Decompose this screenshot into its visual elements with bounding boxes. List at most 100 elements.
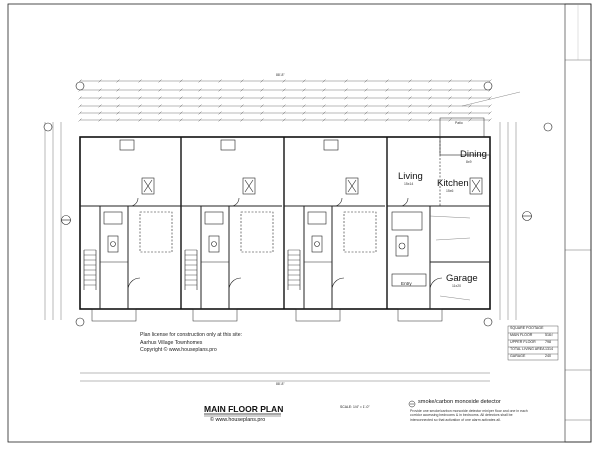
- dimension-tick: [98, 79, 102, 83]
- vanity: [204, 211, 224, 225]
- fireplace: [119, 139, 135, 151]
- dimension-tick: [428, 104, 432, 108]
- fireplace: [323, 139, 339, 151]
- dimension-tick: [260, 118, 264, 122]
- left-dimensions: [44, 122, 62, 320]
- dimension-tick: [344, 88, 348, 92]
- dimension-tick: [179, 118, 183, 122]
- smoke-detector-symbol: [408, 400, 416, 408]
- dimension-tick: [138, 88, 142, 92]
- dimension-tick: [179, 88, 183, 92]
- dimension-tick: [98, 104, 102, 108]
- square-footage-table: [507, 325, 559, 361]
- range: [242, 177, 256, 195]
- toilet-bowl: [110, 241, 116, 247]
- toilet: [107, 235, 119, 253]
- dimension-tick: [302, 79, 306, 83]
- dimension-tick: [116, 118, 120, 122]
- dimension-tick: [344, 111, 348, 115]
- note-leaders: [429, 91, 521, 301]
- dimension-tick: [138, 79, 142, 83]
- range-mark: [347, 179, 357, 193]
- dimension-tick: [260, 88, 264, 92]
- dimension-tick: [138, 111, 142, 115]
- sqft-row-value: 798: [545, 340, 551, 344]
- dimension-tick: [302, 111, 306, 115]
- entry-label: Entry: [401, 281, 412, 286]
- dimension-tick: [282, 96, 286, 100]
- sqft-row-label: UPPER FLOOR: [510, 340, 536, 344]
- dimension-tick: [488, 118, 492, 122]
- unit-interiors: [80, 139, 385, 309]
- door-swing: [127, 277, 141, 291]
- range: [345, 177, 359, 195]
- garage-outline: [139, 211, 173, 253]
- dimension-tick: [198, 79, 202, 83]
- dimension-tick: [448, 88, 452, 92]
- plan-subtitle: © www.houseplans.pro: [210, 417, 266, 423]
- dimension-tick: [322, 88, 326, 92]
- dimension-tick: [218, 88, 222, 92]
- sqft-row-value: 1314: [545, 347, 553, 351]
- dimension-tick: [408, 111, 412, 115]
- dimension-tick: [78, 118, 82, 122]
- kitchen-label: Kitchen: [437, 178, 469, 189]
- party-walls: [180, 137, 388, 309]
- front-porch: [91, 308, 443, 322]
- door-swing: [230, 197, 240, 207]
- dimension-tick: [218, 111, 222, 115]
- dimension-tick: [344, 104, 348, 108]
- dimension-tick: [408, 79, 412, 83]
- dimension-tick: [385, 88, 389, 92]
- dimension-tick: [468, 88, 472, 92]
- dimension-tick: [98, 88, 102, 92]
- bottom-dimensions: [80, 372, 490, 382]
- smoke-heading: smoke/carbon monoxide detector: [418, 399, 501, 405]
- dimension-tick: [468, 118, 472, 122]
- dimension-tick: [344, 79, 348, 83]
- dimension-tick: [448, 96, 452, 100]
- door-swing: [331, 277, 345, 291]
- garage-size: 11x20: [452, 284, 461, 288]
- dimension-tick: [428, 88, 432, 92]
- smoke-text: Provide one smoke/carbon monoxide detect…: [410, 409, 528, 422]
- dimension-tick: [282, 104, 286, 108]
- dimension-tick: [408, 88, 412, 92]
- dimension-tick: [260, 96, 264, 100]
- toilet: [208, 235, 220, 253]
- door-swing: [228, 277, 242, 291]
- dimension-tick: [282, 79, 286, 83]
- fireplace: [220, 139, 236, 151]
- garage-outline: [240, 211, 274, 253]
- dimension-tick: [408, 118, 412, 122]
- dimension-tick: [364, 111, 368, 115]
- dimension-tick: [158, 88, 162, 92]
- license-line-3: Copyright © www.houseplans.pro: [140, 347, 217, 354]
- dimension-tick: [468, 96, 472, 100]
- dimension-tick: [78, 96, 82, 100]
- patio-label: Patio: [455, 121, 463, 125]
- dimension-tick: [198, 118, 202, 122]
- dimension-tick: [428, 79, 432, 83]
- overall-width-dim-bottom: 88'-8": [276, 382, 285, 386]
- toilet: [311, 235, 323, 253]
- end-unit-detail: [387, 136, 491, 309]
- dimension-tick: [322, 104, 326, 108]
- dimension-tick: [158, 111, 162, 115]
- dimension-tick: [240, 118, 244, 122]
- dimension-tick: [364, 88, 368, 92]
- sqft-row-value: 240: [545, 354, 551, 358]
- dimension-tick: [448, 111, 452, 115]
- license-note: Plan license for construction only at th…: [140, 332, 242, 355]
- dimension-tick: [260, 111, 264, 115]
- dimension-tick: [179, 111, 183, 115]
- toilet-bowl: [211, 241, 217, 247]
- dimension-tick: [218, 104, 222, 108]
- dimension-tick: [448, 79, 452, 83]
- dimension-tick: [116, 79, 120, 83]
- dimension-tick: [302, 118, 306, 122]
- dimension-tick: [240, 104, 244, 108]
- top-dimensions: [80, 80, 490, 121]
- license-line-2: Aarhus Village Townhomes: [140, 339, 203, 346]
